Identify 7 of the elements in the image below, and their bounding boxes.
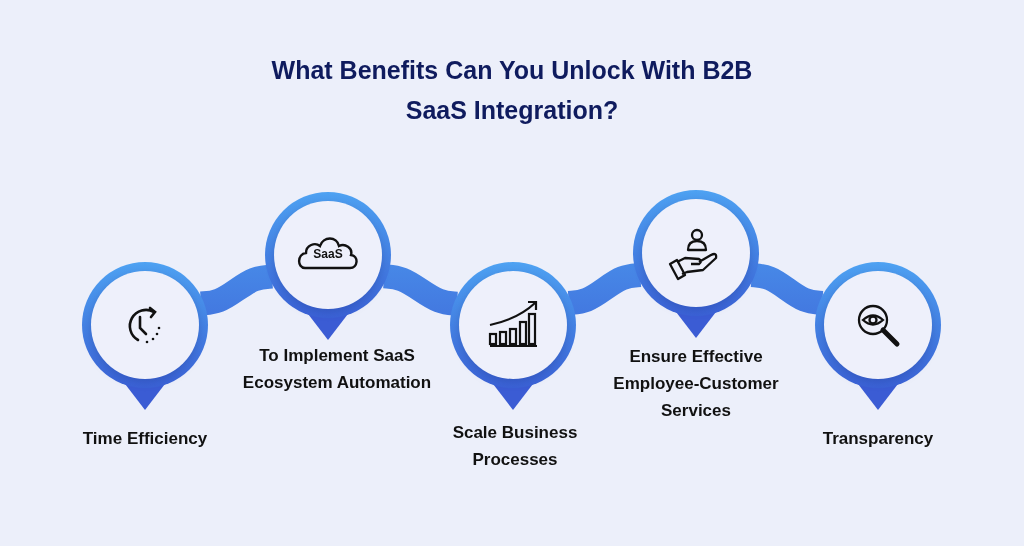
benefit-label: Scale Business Processes <box>451 422 579 471</box>
benefit-label: Ensure Effective Employee-Customer Services <box>612 346 780 422</box>
benefit-label: Time Efficiency <box>81 428 209 450</box>
benefit-label: To Implement SaaS Ecosystem Automation <box>241 345 433 394</box>
icon-text: SaaS <box>312 247 344 261</box>
title: What Benefits Can You Unlock With B2B SaaS Integration? <box>270 55 754 126</box>
benefit-label: Transparency <box>821 428 935 450</box>
